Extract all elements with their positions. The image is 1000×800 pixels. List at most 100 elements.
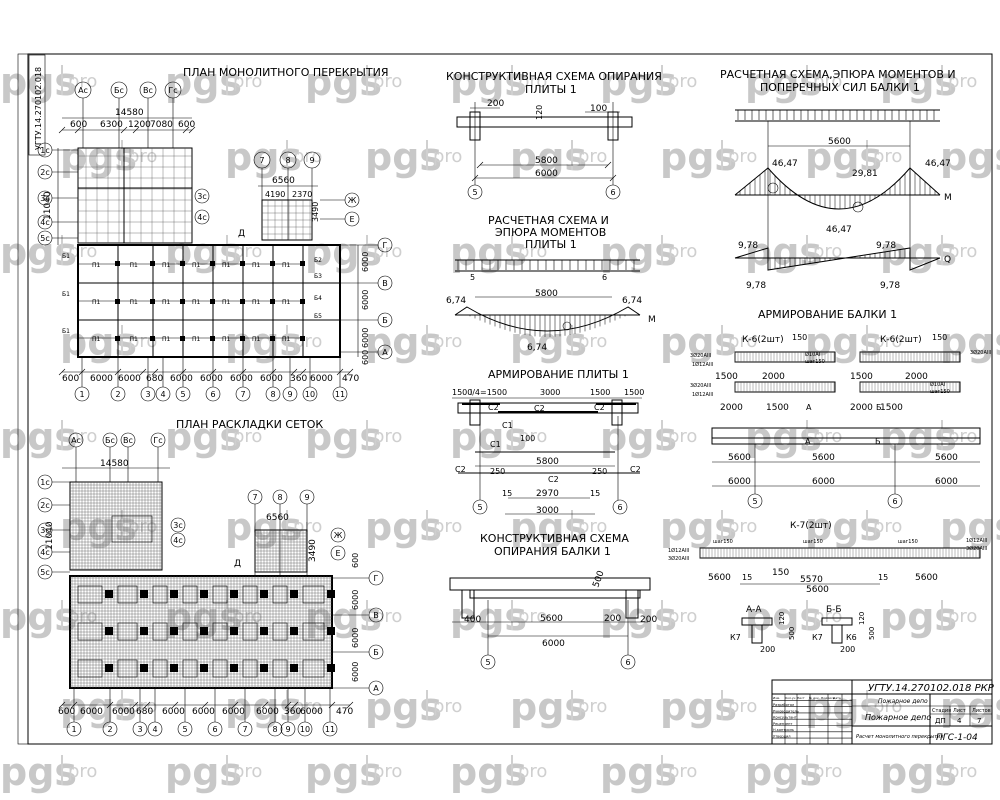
p2-mesh-sheet xyxy=(302,622,325,641)
bc-q-1: 9,78 xyxy=(876,241,896,251)
p1-slab-label: П1 xyxy=(130,336,139,343)
sa-label-c1-b: С1 xyxy=(490,440,501,449)
sc-plus xyxy=(562,321,572,331)
ss-axis-5-text: 5 xyxy=(472,188,477,197)
ba-k7-small-2: шаг150 xyxy=(898,539,918,545)
ba-sm-k7b: К7 xyxy=(812,633,823,642)
tb-person-10: Н.контроль xyxy=(773,728,794,732)
p2-axis-right-2-text: Б xyxy=(373,648,379,657)
ba-small-0: Ø10AI xyxy=(805,351,820,358)
p2-dim-bottom-9: 6000 xyxy=(300,707,323,717)
tb-code: УГТУ.14.270102.018 РКР xyxy=(868,683,995,694)
support-beam-title-2: ОПИРАНИЯ БАЛКИ 1 xyxy=(494,545,611,558)
p1-axis-bottom-4-text: 5 xyxy=(180,390,185,399)
p1-axis-bottom-10-circle xyxy=(332,386,348,402)
p2-column xyxy=(200,590,208,598)
p1-column xyxy=(210,336,215,341)
p1-axis-bottom-8-circle xyxy=(282,386,298,402)
p1-axis-left-2-text: 3с xyxy=(40,194,50,203)
watermark-text: pgs xyxy=(940,320,1000,364)
ba-sec-bb: Б-Б xyxy=(826,605,842,615)
watermark-sub: pro xyxy=(728,516,757,537)
ba-sd-200b: 200 xyxy=(840,645,855,654)
p1-axis-right-1-text: В xyxy=(382,279,388,288)
p1-axis-top-0-text: Ас xyxy=(78,86,88,95)
slab-calc-scheme: РАСЧЕТНАЯ СХЕМА И ЭПЮРА МОМЕНТОВ ПЛИТЫ 1… xyxy=(446,214,656,353)
dim-tick xyxy=(132,126,140,134)
bs-dim-500: 500 xyxy=(591,569,606,589)
p2-annex-axis-zh-text: Ж xyxy=(334,531,343,540)
p2-column xyxy=(105,627,113,635)
watermark-text: pgs xyxy=(0,750,77,794)
watermark-text: pgs xyxy=(745,230,822,274)
p2-axis-top-2-text: Вс xyxy=(123,436,133,445)
p1-annex-right-dim: 3490 xyxy=(311,202,320,222)
p1-dim-top-4: 600 xyxy=(178,120,195,130)
ba-k7-small-1: шаг150 xyxy=(803,539,823,545)
watermark-sub: pro xyxy=(433,331,462,352)
p2-dim-bottom-7: 6000 xyxy=(256,707,279,717)
p2-annex-axis-0-text: 7 xyxy=(252,493,257,502)
p1-dim-top-3: 7080 xyxy=(150,120,173,130)
watermark-sub: pro xyxy=(873,516,902,537)
p2-mesh-sheet xyxy=(77,622,103,641)
dim-tick xyxy=(188,126,196,134)
p1-slab-label: П1 xyxy=(192,262,201,269)
watermark-text: pgs xyxy=(745,750,822,794)
watermark-text: pgs xyxy=(165,230,242,274)
sc-support-5: 5 xyxy=(470,273,475,282)
ss-axis-6-circle xyxy=(605,184,621,200)
watermark-sub: pro xyxy=(293,516,322,537)
ba-k7: К-7(2шт) xyxy=(790,521,832,531)
ba-k7-5600c: 5600 xyxy=(806,585,829,595)
p1-dim-right-0: 6000 xyxy=(361,252,370,272)
p1-beam-label-b3: Б3 xyxy=(314,273,322,280)
p2-mesh-sheet xyxy=(242,622,258,641)
bs-axis-5-circle xyxy=(480,654,496,670)
p1-column xyxy=(180,299,185,304)
ba-k7-rebar-3: 3Ø20AIII xyxy=(966,545,987,552)
p2-axis-bottom-9-text: 10 xyxy=(300,725,310,734)
p2-mesh-sheet xyxy=(117,585,138,604)
p2-axis-right-1-text: В xyxy=(373,611,379,620)
p2-axis-bottom-4-circle xyxy=(177,721,193,737)
ba-small-3: шаг150 xyxy=(930,389,950,395)
p2-mark-4c-circle xyxy=(170,532,186,548)
p1-beam-label-2: Б1 xyxy=(62,328,70,335)
p1-slab-label: П1 xyxy=(222,336,231,343)
dim-tick xyxy=(139,368,147,376)
p1-slab-label: П1 xyxy=(282,299,291,306)
watermark-text: pgs xyxy=(805,135,882,179)
p2-axis-bottom-0-text: 1 xyxy=(71,725,76,734)
watermark-sub: pro xyxy=(668,606,697,627)
bc-q-label: Q xyxy=(944,255,951,265)
p1-dim-bottom-7: 6000 xyxy=(260,374,283,384)
support-slab-title-2: ПЛИТЫ 1 xyxy=(525,83,577,96)
sa-axis-5-circle xyxy=(472,499,488,515)
dim-tick xyxy=(471,174,479,182)
p2-mesh-sheet xyxy=(212,659,228,678)
arm-beam-title: АРМИРОВАНИЕ БАЛКИ 1 xyxy=(758,308,897,321)
watermark-sub: pro xyxy=(518,761,547,782)
ba-axis-6-circle xyxy=(887,493,903,509)
calc-beam-title-1: РАСЧЕТНАЯ СХЕМА,ЭПЮРА МОМЕНТОВ И xyxy=(720,68,956,81)
p1-dim-bottom-3: 680 xyxy=(146,374,163,384)
plan-slab-title: ПЛАН МОНОЛИТНОГО ПЕРЕКРЫТИЯ xyxy=(183,66,388,79)
p2-mesh-sheet xyxy=(152,659,168,678)
p2-dim-right-3: 600 xyxy=(351,553,360,568)
p2-column xyxy=(327,664,335,672)
p1-column xyxy=(210,299,215,304)
watermark-sub: pro xyxy=(813,241,842,262)
tb-person-7: Руководитель xyxy=(773,709,799,713)
p2-axis-bottom-0-circle xyxy=(66,721,82,737)
ba-axis-5-circle xyxy=(747,493,763,509)
watermark-text: pgs xyxy=(165,415,242,459)
ba-k6r-150: 150 xyxy=(932,333,947,342)
p1-annex-dim: 6560 xyxy=(272,176,295,186)
watermark-sub: pro xyxy=(813,71,842,92)
p1-slab-label: П1 xyxy=(282,262,291,269)
p2-column xyxy=(230,590,238,598)
ba-sm-k6: К6 xyxy=(846,633,857,642)
calc-slab-title-1: РАСЧЕТНАЯ СХЕМА И xyxy=(488,214,609,227)
